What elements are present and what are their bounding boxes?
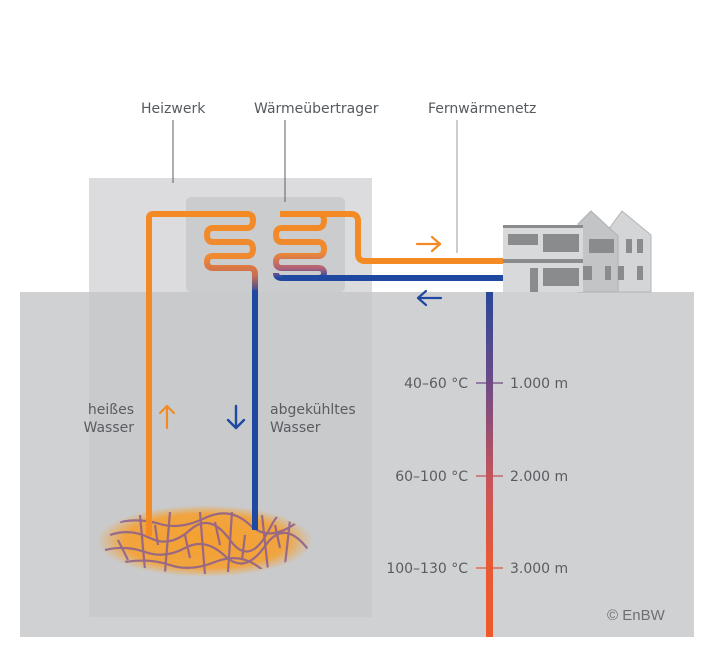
waermeuebertrager-label: Wärmeübertrager xyxy=(254,101,379,117)
heizwerk-label: Heizwerk xyxy=(141,101,206,117)
fernwaermenetz-label: Fernwärmenetz xyxy=(428,101,536,117)
network-corridor-lower xyxy=(372,281,503,292)
temperature-label-3000: 100–130 °C xyxy=(386,561,468,577)
copyright: © EnBW xyxy=(607,607,666,624)
depth-label-1000: 1.000 m xyxy=(510,376,568,392)
temperature-label-2000: 60–100 °C xyxy=(395,469,468,485)
depth-scale: 40–60 °C 1.000 m 60–100 °C 2.000 m 100–1… xyxy=(386,376,568,577)
borehole xyxy=(486,292,493,637)
network-corridor xyxy=(372,264,503,275)
hot-water-pipe xyxy=(146,211,247,536)
left-coil xyxy=(204,211,258,292)
hot-water-label-line1: heißes xyxy=(88,402,134,418)
hot-water-label-line2: Wasser xyxy=(84,420,135,436)
cold-water-arrow-down-icon xyxy=(226,404,246,430)
district-heating-supply-pipe xyxy=(318,211,503,264)
temperature-label-1000: 40–60 °C xyxy=(404,376,468,392)
geothermal-reservoir xyxy=(97,505,313,577)
houses xyxy=(503,210,652,293)
supply-arrow-right-icon xyxy=(415,235,442,253)
depth-label-2000: 2.000 m xyxy=(510,469,568,485)
right-coil xyxy=(273,211,327,281)
cold-water-label-line1: abgekühltes xyxy=(270,402,356,418)
return-arrow-left-icon xyxy=(416,289,443,307)
depth-label-3000: 3.000 m xyxy=(510,561,568,577)
cold-water-label-line2: Wasser xyxy=(270,420,321,436)
hot-water-arrow-up-icon xyxy=(158,404,176,430)
